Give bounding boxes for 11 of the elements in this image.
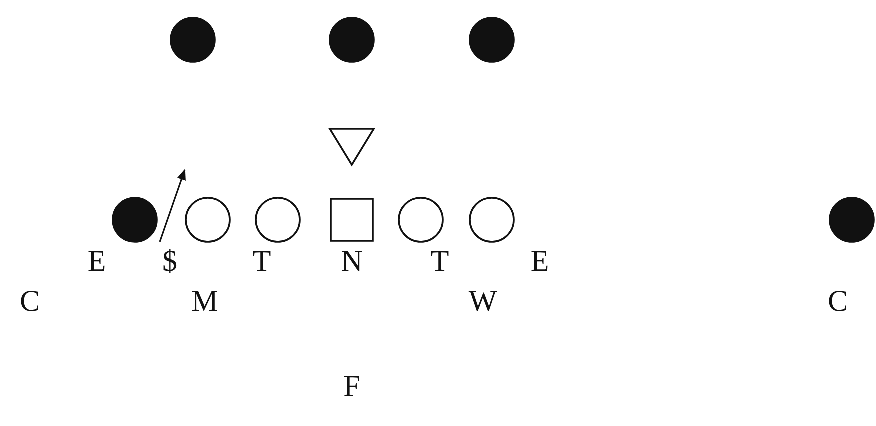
position-letter: T xyxy=(430,247,450,277)
position-letter: N xyxy=(341,247,363,277)
position-letter: E xyxy=(88,247,106,277)
position-letter: C xyxy=(828,287,848,317)
position-letter: M xyxy=(192,287,218,317)
position-letter: T xyxy=(252,247,272,277)
position-letter: $ xyxy=(162,247,178,277)
position-letter: E xyxy=(530,247,550,277)
position-letter: F xyxy=(344,372,360,402)
position-letter: C xyxy=(20,287,40,317)
position-letter: W xyxy=(468,287,498,317)
